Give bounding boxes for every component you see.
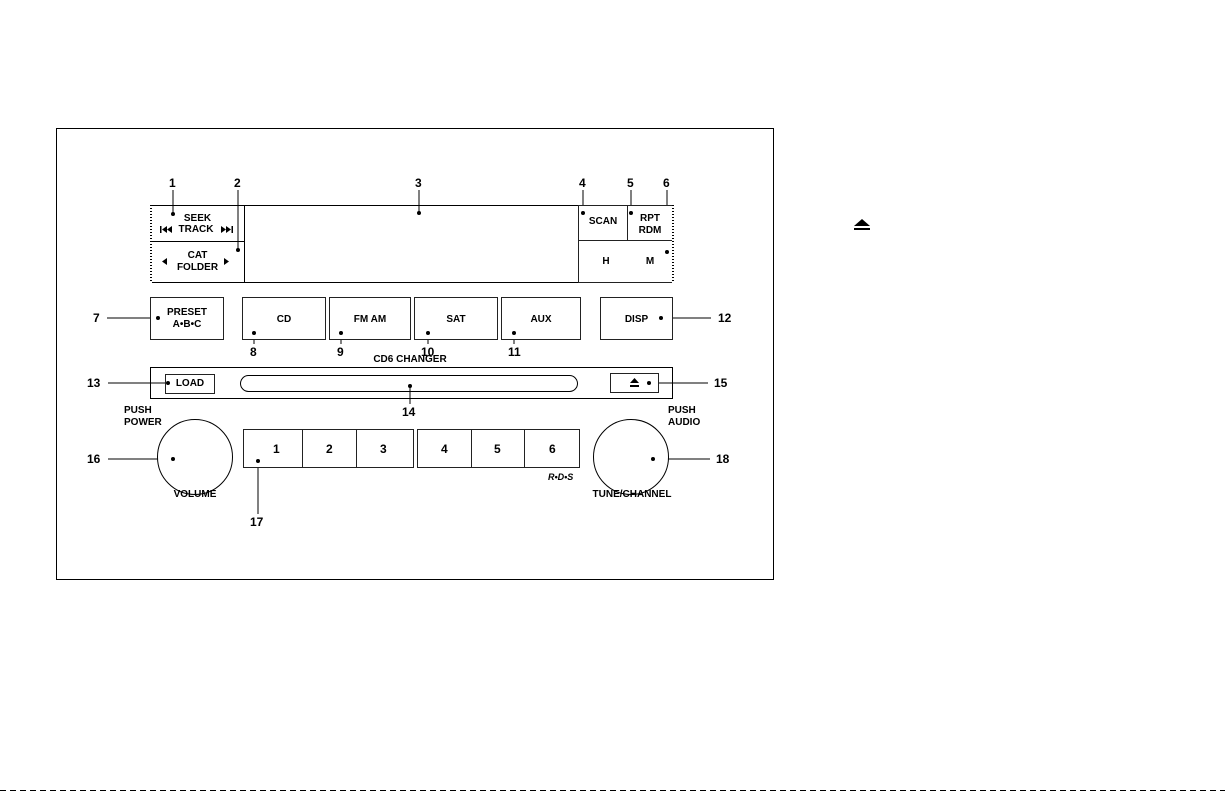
push-audio-label-2: AUDIO xyxy=(668,417,700,429)
callout-7: 7 xyxy=(93,311,100,325)
track-label: TRACK xyxy=(173,224,219,236)
callout-6: 6 xyxy=(663,176,670,190)
callout-8: 8 xyxy=(250,345,257,359)
push-power-label-2: POWER xyxy=(124,417,162,429)
preset-4-label: 4 xyxy=(441,442,448,456)
callout-dot-15 xyxy=(647,381,651,385)
callout-dot-18 xyxy=(651,457,655,461)
callout-dot-1 xyxy=(171,212,175,216)
preset-3-label: 3 xyxy=(380,442,387,456)
callout-16: 16 xyxy=(87,452,100,466)
push-power-label-1: PUSH xyxy=(124,405,152,417)
callout-dot-7 xyxy=(156,316,160,320)
page-bottom-rule xyxy=(0,790,1225,791)
triangle-right-icon xyxy=(224,258,229,265)
callout-9: 9 xyxy=(337,345,344,359)
volume-knob[interactable] xyxy=(157,419,233,495)
preset-5-label: 5 xyxy=(494,442,501,456)
abc-label: A•B•C xyxy=(150,319,224,331)
callout-dot-2 xyxy=(236,248,240,252)
cd6-changer-label: CD6 CHANGER xyxy=(345,354,475,366)
scan-label: SCAN xyxy=(578,216,628,228)
fm-am-label: FM AM xyxy=(329,314,411,326)
callout-3: 3 xyxy=(415,176,422,190)
rpt-label: RPT xyxy=(627,213,673,225)
volume-label: VOLUME xyxy=(155,489,235,501)
callout-dot-17 xyxy=(256,459,260,463)
callout-dot-9 xyxy=(339,331,343,335)
callout-dot-5 xyxy=(629,211,633,215)
aux-label: AUX xyxy=(501,314,581,326)
push-audio-label-1: PUSH xyxy=(668,405,696,417)
rdm-label: RDM xyxy=(627,225,673,237)
callout-dot-12 xyxy=(659,316,663,320)
cd-label: CD xyxy=(242,314,326,326)
callout-dot-8 xyxy=(252,331,256,335)
callout-15: 15 xyxy=(714,376,727,390)
eject-button-icon xyxy=(630,378,639,387)
hour-button[interactable]: H xyxy=(596,256,616,268)
skip-back-icon xyxy=(160,226,174,233)
minute-button[interactable]: M xyxy=(640,256,660,268)
rds-label: R•D•S xyxy=(548,471,573,483)
sat-label: SAT xyxy=(414,314,498,326)
callout-17: 17 xyxy=(250,515,263,529)
folder-label: FOLDER xyxy=(150,262,245,274)
callout-dot-14 xyxy=(408,384,412,388)
tune-channel-label: TUNE/CHANNEL xyxy=(587,489,677,501)
load-label: LOAD xyxy=(165,378,215,390)
callout-1: 1 xyxy=(169,176,176,190)
callout-dot-3 xyxy=(417,211,421,215)
callout-dot-11 xyxy=(512,331,516,335)
preset-2-label: 2 xyxy=(326,442,333,456)
display-screen xyxy=(245,205,578,283)
callout-13: 13 xyxy=(87,376,100,390)
callout-11: 11 xyxy=(508,345,521,359)
callout-18: 18 xyxy=(716,452,729,466)
callout-12: 12 xyxy=(718,311,731,325)
tune-channel-knob[interactable] xyxy=(593,419,669,495)
callout-dot-6 xyxy=(665,250,669,254)
callout-4: 4 xyxy=(579,176,586,190)
callout-2: 2 xyxy=(234,176,241,190)
skip-forward-icon xyxy=(219,226,233,233)
callout-dot-16 xyxy=(171,457,175,461)
callout-dot-13 xyxy=(166,381,170,385)
preset-label: PRESET xyxy=(150,307,224,319)
callout-dot-10 xyxy=(426,331,430,335)
callout-5: 5 xyxy=(627,176,634,190)
preset-6-label: 6 xyxy=(549,442,556,456)
callout-dot-4 xyxy=(581,211,585,215)
preset-1-label: 1 xyxy=(273,442,280,456)
bezel-hatch-right xyxy=(672,205,674,283)
callout-14: 14 xyxy=(402,405,415,419)
